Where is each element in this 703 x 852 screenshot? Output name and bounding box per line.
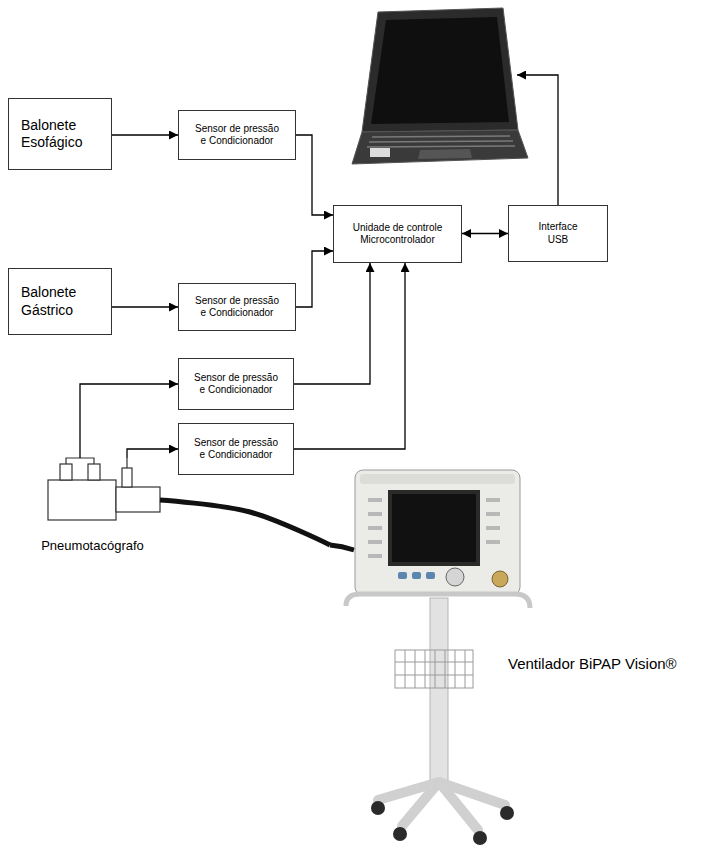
signal-arrow [80, 384, 178, 458]
pneumotachograph-illustration [48, 480, 116, 520]
ventilator-illustration [435, 650, 436, 688]
ventilator-illustration [355, 470, 520, 595]
laptop-illustration [369, 141, 513, 142]
laptop-illustration [352, 130, 528, 164]
ventilator-illustration [398, 572, 435, 579]
signal-arrow [296, 251, 333, 307]
sensor-box: Sensor de pressão e Condicionador [178, 423, 294, 475]
laptop-illustration [370, 148, 390, 157]
ventilator-illustration [360, 474, 515, 484]
ventilator-illustration [378, 782, 505, 830]
ventilator-illustration [492, 571, 508, 587]
pneumotachograph-illustration [48, 458, 160, 520]
laptop-illustration [367, 136, 515, 147]
ventilator-illustration [465, 650, 466, 688]
ventilator-illustration [415, 650, 416, 688]
ventilator-illustration [371, 801, 514, 845]
pneumotachograph-illustration [116, 487, 160, 512]
sensor-box: Sensor de pressão e Condicionador [178, 283, 296, 331]
sensor-box: Sensor de pressão e Condicionador [178, 358, 294, 410]
signal-arrow [112, 306, 178, 307]
ventilator-illustration [473, 831, 487, 845]
ventilator-illustration [486, 498, 500, 502]
node-label: Sensor de pressão e Condicionador [194, 123, 280, 148]
ventilator-illustration [368, 498, 500, 558]
ventilator-illustration [412, 572, 421, 579]
breathing-tube [160, 500, 330, 545]
laptop-illustration [367, 146, 515, 147]
ventilator-illustration [368, 540, 382, 544]
node-label: Balonete Gástrico [21, 284, 99, 319]
ventilator-illustration [426, 572, 435, 579]
balloon-box: Balonete Gástrico [8, 268, 112, 335]
ventilator-illustration [500, 806, 514, 820]
ventilator-illustration [393, 827, 407, 841]
usb-laptop-arrow [517, 75, 558, 205]
balloon-box: Balonete Esofágico [8, 98, 112, 170]
ventilator: Ventilador BiPAP Vision® [330, 465, 698, 845]
ventilator-illustration [371, 801, 385, 815]
pneumotachograph-illustration [66, 458, 94, 464]
ventilator-illustration [486, 540, 500, 544]
ventilator-illustration [395, 650, 473, 688]
pneumotachograph-illustration [88, 464, 100, 480]
ventilator-illustration [330, 470, 530, 845]
node-label: Ventilador BiPAP Vision® [508, 655, 677, 674]
ventilator-illustration [445, 650, 446, 688]
signal-arrow [296, 135, 333, 215]
pneumotachograph: Pneumotacógrafo [25, 458, 160, 558]
ventilator-illustration [368, 526, 382, 530]
signal-arrow [462, 233, 508, 234]
ventilator-illustration [405, 650, 406, 688]
ventilator-illustration [368, 512, 382, 516]
ventilator-illustration [392, 494, 476, 562]
laptop-illustration [372, 136, 510, 137]
pneumotachograph-illustration [60, 464, 72, 480]
pneumotachograph-illustration [126, 458, 127, 468]
pneumotachograph-illustration [122, 468, 132, 487]
node-label: Sensor de pressão e Condicionador [194, 295, 280, 320]
ventilator-illustration [402, 782, 439, 826]
ventilator-illustration [486, 512, 500, 516]
controller-box: Unidade de controle Microcontrolador [333, 205, 462, 263]
ventilator-illustration [455, 650, 456, 688]
ventilator-illustration [368, 498, 382, 502]
ventilator-illustration [486, 526, 500, 530]
ventilator-illustration [395, 662, 473, 663]
ventilator-illustration [430, 598, 448, 783]
ventilator-illustration [425, 650, 426, 688]
node-label: Interface USB [534, 221, 582, 246]
ventilator-illustration [398, 572, 407, 579]
ventilator-illustration [368, 554, 382, 558]
signal-arrow [294, 263, 370, 384]
node-label: Pneumotacógrafo [41, 538, 144, 554]
usb-box: Interface USB [508, 205, 608, 262]
ventilator-illustration [439, 782, 478, 830]
signal-arrow [127, 449, 178, 458]
laptop-illustration [362, 8, 518, 132]
signal-arrow [294, 263, 405, 449]
ventilator-illustration [395, 650, 473, 688]
sensor-box: Sensor de pressão e Condicionador [178, 110, 296, 160]
ventilator-illustration [395, 675, 473, 676]
laptop-illustration [418, 149, 472, 159]
node-label: Balonete Esofágico [21, 117, 99, 152]
node-label: Sensor de pressão e Condicionador [193, 372, 279, 397]
laptop-illustration [371, 17, 509, 124]
ventilator-illustration [388, 490, 480, 566]
ventilator-illustration [330, 545, 354, 550]
laptop-illustration [352, 8, 528, 164]
ventilator-illustration [446, 568, 464, 586]
node-label: Unidade de controle Microcontrolador [348, 222, 447, 247]
signal-arrow [112, 134, 178, 135]
node-label: Sensor de pressão e Condicionador [193, 437, 279, 462]
